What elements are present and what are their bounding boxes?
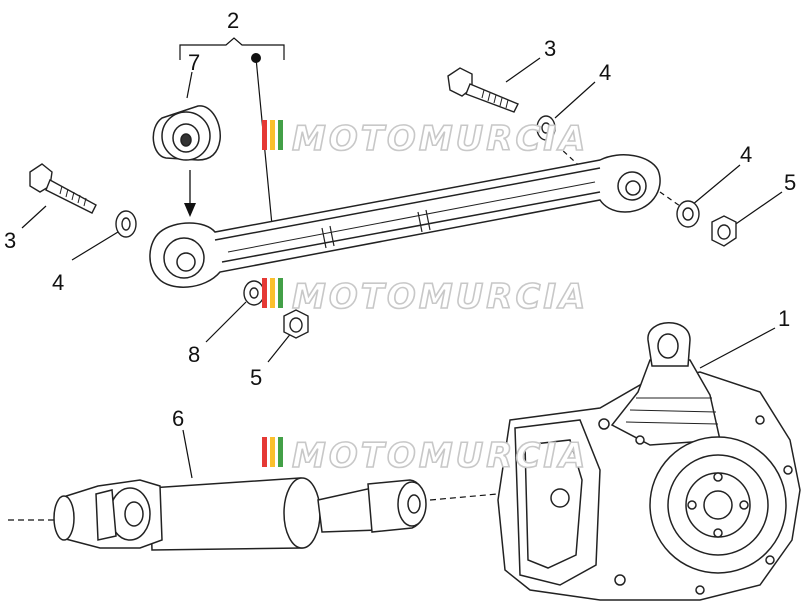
housing-bolt-d (765, 555, 775, 565)
washer (115, 210, 137, 238)
link-rod (149, 154, 661, 288)
leader-4-top (554, 81, 596, 119)
drive-shaft-cross-hub (124, 501, 144, 527)
callout-7: 7 (188, 50, 200, 75)
leader-7 (186, 71, 193, 99)
bolt-left-thread (59, 185, 87, 207)
watermark-text: MOTOMURCIA (292, 119, 588, 159)
link-rod-body (149, 154, 661, 288)
watermark-stripe-yellow (270, 437, 275, 467)
watermark-stripe-green (278, 120, 283, 150)
watermark-text: MOTOMURCIA (292, 436, 588, 476)
drive-shaft (53, 477, 427, 551)
watermark-bottom: MOTOMURCIA (262, 435, 588, 477)
drive-shaft-tube-end (283, 477, 321, 549)
link-rod-eye-right-bore (625, 180, 641, 196)
callout-5-right: 5 (784, 170, 796, 195)
housing-hub-bolt-3 (713, 528, 723, 538)
washer (676, 200, 700, 228)
callout-4-top: 4 (599, 60, 611, 85)
housing-input-spline (550, 488, 570, 508)
nut (711, 215, 737, 247)
bolt (447, 67, 519, 113)
callout-4-left: 4 (52, 270, 64, 295)
washer-left-hole (121, 217, 131, 231)
bearing-arrow-head (184, 203, 196, 217)
bearing (152, 105, 221, 161)
axis-dash-right (659, 191, 681, 207)
callout-1: 1 (778, 306, 790, 331)
callout-8: 8 (188, 342, 200, 367)
leader-3-right (505, 57, 541, 83)
nut-right-hole (717, 224, 731, 240)
housing-hub-center (703, 490, 733, 520)
leader-4-left (71, 231, 119, 261)
link-rod-rib-bottom (221, 191, 601, 263)
callout-3-right: 3 (544, 36, 556, 61)
bolt-right-shank (465, 83, 519, 113)
leader-5-bottom (267, 331, 293, 363)
link-rod-rib-top (214, 167, 601, 241)
watermark-top: MOTOMURCIA (262, 118, 588, 160)
housing-fill-plug (598, 418, 610, 430)
housing-bolt-c (783, 465, 793, 475)
link-rod-mark-2 (417, 209, 431, 233)
leader-8 (205, 301, 247, 343)
washer (536, 115, 556, 141)
watermark-stripe-green (278, 437, 283, 467)
housing-drain-plug (614, 574, 626, 586)
drive-shaft-yoke-bore (407, 494, 421, 514)
bolt (29, 163, 97, 214)
housing-bolt-a (635, 435, 645, 445)
callout-3-left: 3 (4, 228, 16, 253)
bearing-bore (180, 133, 192, 147)
bevel-gear-housing (497, 322, 801, 601)
link-rod-eye-left-bore (176, 252, 196, 272)
watermark-stripe-red (262, 120, 267, 150)
watermark-stripe-red (262, 278, 267, 308)
callout-5-bottom: 5 (250, 365, 262, 390)
leader-4-right (691, 164, 741, 206)
watermark-middle: MOTOMURCIA (262, 276, 588, 318)
group-bracket (179, 37, 285, 60)
housing-boot-ribs (625, 397, 719, 425)
watermark-stripe-yellow (270, 120, 275, 150)
watermark-stripe-green (278, 278, 283, 308)
watermark-text: MOTOMURCIA (292, 277, 588, 317)
washer-top-hole (541, 122, 551, 134)
bolt-right-thread (481, 89, 509, 109)
housing-ball-joint-hole (657, 333, 679, 359)
leader-6 (182, 429, 193, 479)
watermark-stripe-yellow (270, 278, 275, 308)
leader-5-right (729, 191, 783, 229)
housing-hub-bolt-2 (739, 500, 749, 510)
drive-shaft-yoke-ear (95, 489, 117, 541)
washer (243, 280, 265, 306)
housing-bolt-e (695, 585, 705, 595)
callout-4-right: 4 (740, 142, 752, 167)
housing-hub-bolt-1 (713, 472, 723, 482)
leader-3-left (21, 205, 47, 229)
group-dot (251, 53, 261, 63)
bolt-left-shank (45, 179, 97, 214)
housing-bolt-b (755, 415, 765, 425)
washer-8-hole (249, 287, 259, 299)
nut-bottom-hole (289, 317, 303, 333)
link-rod-mark-1 (321, 225, 335, 249)
watermark-stripe-red (262, 437, 267, 467)
link-rod-center-line (227, 181, 596, 253)
washer-right-hole (682, 207, 694, 221)
callout-2: 2 (227, 8, 239, 33)
callout-6: 6 (172, 406, 184, 431)
drive-shaft-front-flange (53, 495, 75, 541)
callout-labels: 2 7 3 4 3 4 4 5 8 5 6 1 (4, 8, 796, 431)
leader-1 (699, 327, 776, 369)
housing-hub-bolt-4 (687, 500, 697, 510)
nut (283, 309, 309, 339)
